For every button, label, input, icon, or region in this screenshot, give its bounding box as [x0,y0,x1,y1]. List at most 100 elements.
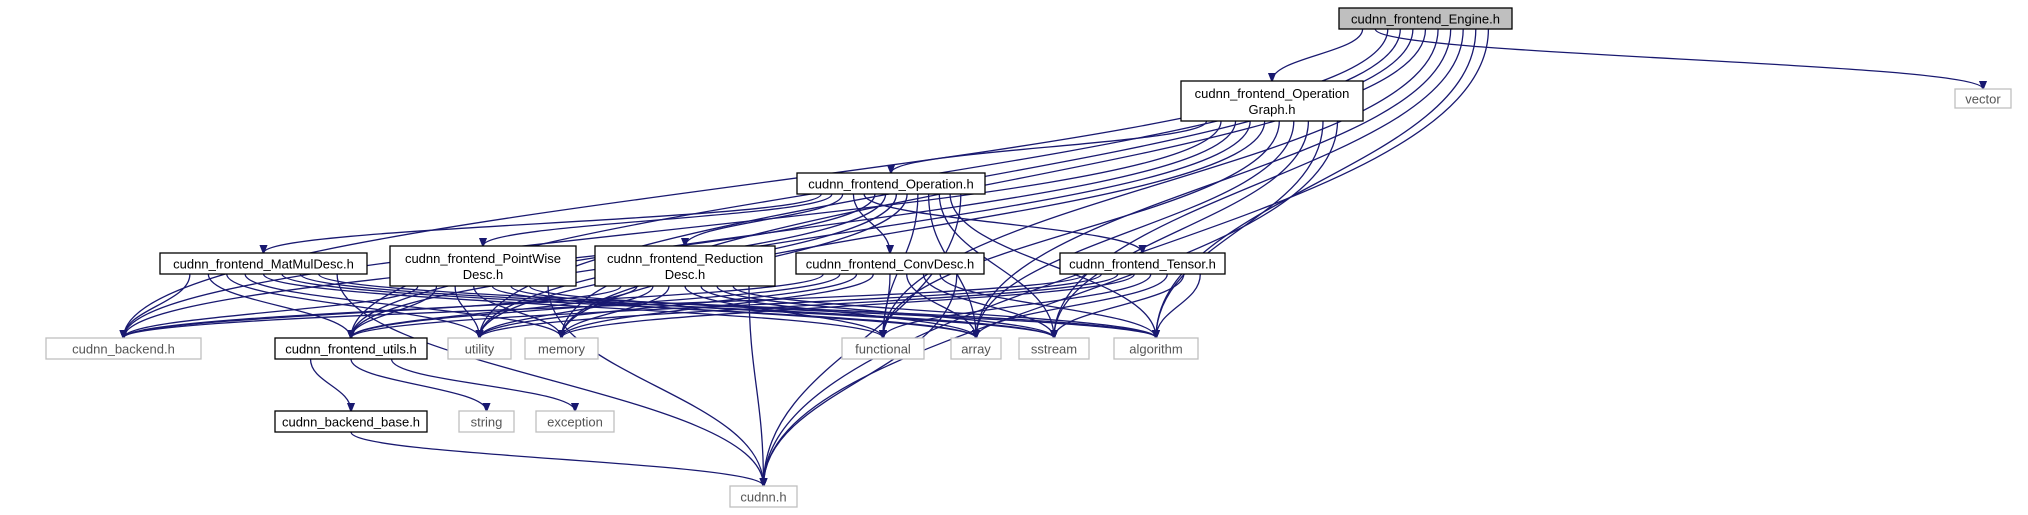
edge-utils-to-backendbase [309,358,352,411]
edge-engine-to-opgraph [1272,28,1364,81]
edge-engine-to-functional [883,28,1439,338]
node-label-string: string [471,415,503,430]
node-tensor[interactable]: cudnn_frontend_Tensor.h [1059,252,1226,275]
edge-pointwise-to-array [491,285,976,338]
edge-tensor-to-utils [351,273,1102,338]
node-box-string [458,410,515,433]
edge-backendbase-to-cudnn [350,431,764,486]
edge-convdesc-to-algorithm [939,273,1156,338]
edge-reduction-to-cudnn [748,285,764,486]
edge-matmul-to-backend [124,273,191,338]
edge-operation-to-sstream [938,193,1054,338]
edge-opgraph-to-algorithm [1156,120,1324,338]
nodes-layer: cudnn_frontend_Engine.hcudnn_frontend_Op… [45,7,2012,508]
node-memory: memory [524,337,599,360]
edge-pointwise-to-cudnn [547,285,763,486]
edge-operation-to-convdesc [852,193,890,253]
edge-pointwise-to-backend [124,285,419,338]
edge-matmul-to-memory [244,273,561,338]
node-backendbase[interactable]: cudnn_backend_base.h [274,410,428,433]
node-box-array [950,337,1002,360]
edge-operation-to-reduction [685,193,844,246]
edge-convdesc-to-cudnn [764,273,958,486]
node-box-vector [1954,88,2012,109]
node-box-utility [447,337,512,360]
node-label-utility: utility [465,342,495,357]
node-label-algorithm: algorithm [1129,342,1182,357]
node-box-algorithm [1113,337,1199,360]
edge-engine-to-algorithm [1156,28,1477,338]
edge-opgraph-to-operation [891,120,1208,173]
edge-operation-to-matmul [264,193,822,253]
node-label-cudnn: cudnn.h [740,490,786,505]
edge-opgraph-to-backend [124,120,1222,338]
node-functional: functional [841,337,925,360]
edge-matmul-to-cudnn [336,273,763,486]
node-label-opgraph-line2: Graph.h [1249,102,1296,117]
node-label-backendbase: cudnn_backend_base.h [282,415,420,430]
edge-reduction-to-array [700,285,976,338]
node-label-reduction-line1: cudnn_frontend_Reduction [607,251,763,266]
node-matmul[interactable]: cudnn_frontend_MatMulDesc.h [159,252,368,275]
edge-convdesc-to-sstream [922,273,1054,338]
node-box-convdesc [795,252,985,275]
node-sstream: sstream [1018,337,1090,360]
node-box-backend [45,337,202,360]
node-label-pointwise-line2: Desc.h [463,267,503,282]
edge-opgraph-to-functional [883,120,1280,338]
node-label-tensor: cudnn_frontend_Tensor.h [1069,257,1216,272]
node-box-cudnn [729,485,798,508]
edge-operation-to-pointwise [483,193,833,246]
node-label-vector: vector [1965,92,2001,107]
node-box-utils [274,337,428,360]
node-label-operation: cudnn_frontend_Operation.h [808,177,974,192]
node-box-matmul [159,252,368,275]
edge-tensor-to-array [976,273,1168,338]
edge-convdesc-to-array [906,273,976,338]
edge-engine-to-array [976,28,1452,338]
node-box-opgraph [1180,80,1364,122]
node-box-pointwise [389,245,577,287]
edge-tensor-to-memory [562,273,1135,338]
edge-engine-to-sstream [1054,28,1464,338]
node-array: array [950,337,1002,360]
edge-engine-to-vector [1374,28,1983,89]
node-label-reduction-line2: Desc.h [665,267,705,282]
node-label-functional: functional [855,342,911,357]
edge-operation-to-algorithm [949,193,1156,338]
node-string: string [458,410,515,433]
edge-opgraph-to-sstream [1054,120,1310,338]
node-box-backendbase [274,410,428,433]
edge-tensor-to-sstream [1054,273,1185,338]
node-box-reduction [594,245,776,287]
node-label-backend: cudnn_backend.h [72,342,175,357]
node-box-exception [535,410,615,433]
node-label-opgraph-line1: cudnn_frontend_Operation [1195,86,1350,101]
node-box-operation [796,172,986,195]
node-operation[interactable]: cudnn_frontend_Operation.h [796,172,986,195]
node-backend: cudnn_backend.h [45,337,202,360]
node-convdesc[interactable]: cudnn_frontend_ConvDesc.h [795,252,985,275]
edge-utils-to-string [350,358,487,411]
edge-tensor-to-backend [124,273,1086,338]
edge-tensor-to-utility [480,273,1119,338]
edge-utils-to-exception [390,358,576,411]
edge-operation-to-tensor [863,193,1142,253]
edge-matmul-to-functional [262,273,884,338]
node-label-utils: cudnn_frontend_utils.h [285,342,417,357]
edge-convdesc-to-utility [480,273,858,338]
edge-opgraph-to-utility [480,120,1251,338]
node-utility: utility [447,337,512,360]
edge-opgraph-to-cudnn [764,120,1339,486]
node-utils[interactable]: cudnn_frontend_utils.h [274,337,428,360]
edge-engine-to-backend [124,28,1389,338]
edges-layer [124,28,1984,486]
node-box-functional [841,337,925,360]
edge-reduction-to-utility [480,285,654,338]
node-cudnn: cudnn.h [729,485,798,508]
node-label-sstream: sstream [1031,342,1077,357]
